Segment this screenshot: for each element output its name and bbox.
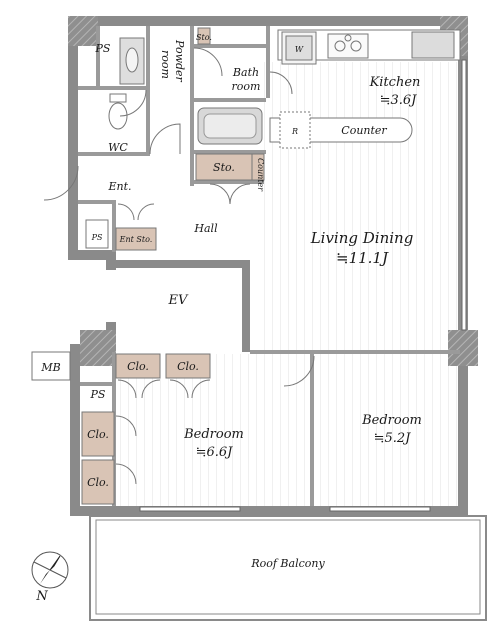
ps-lower-box [85,219,109,249]
bedroom-right-name: Bedroom [361,413,422,428]
compass-icon [31,551,69,589]
bath-label-2: room [232,80,261,93]
column-west [80,330,116,366]
windows [139,59,467,512]
counter-label: Counter [341,124,387,137]
living-dining-area: ≒11.1J [336,249,389,267]
closet-4-label: Clo. [87,476,109,489]
bedroom-right-area: ≒5.2J [374,431,412,446]
column-east [448,330,478,366]
storage-small-hall [251,153,265,181]
bedroom-left-floor [120,354,310,506]
storage-tiny [197,27,211,45]
kitchen-name: Kitchen [369,75,421,90]
ps-bedroom-label: PS [90,388,106,401]
counter-small-label: Counter [256,158,265,192]
storage-small-label: Sto. [196,33,212,42]
washer-label: W [295,45,304,54]
living-floor [258,62,464,352]
mb-label: MB [40,361,60,374]
closet-1-label: Clo. [127,360,149,373]
closet-1 [115,353,161,379]
wc-label: WC [108,141,128,154]
closet-2 [165,353,211,379]
roof-balcony-label: Roof Balcony [250,557,325,570]
fridge-label: R [291,127,298,136]
closet-4 [81,459,115,505]
closet-2-label: Clo. [177,360,199,373]
bath-label-1: Bath [232,66,259,79]
fridge-icon [279,111,311,149]
washer-icon [285,35,313,61]
sink-basin [125,47,139,73]
powder-label-1: Powder [173,39,186,83]
storage-label: Sto. [213,161,235,174]
compass-label: N [35,589,48,604]
ps-top-label-1: PS [95,42,111,55]
toilet-icon [108,102,128,130]
ent-storage-label: Ent Sto. [119,235,153,244]
bathtub-inner [203,113,257,139]
interior-walls [78,26,460,506]
closet-3-label: Clo. [87,428,109,441]
living-dining-name: Living Dining [310,229,414,247]
ev-label: EV [168,293,189,308]
doors [43,47,315,485]
bedroom-left-name: Bedroom [183,427,244,442]
bedroom-left-area: ≒6.6J [196,445,234,460]
powder-label-2: room [159,50,172,79]
kitchen-area: ≒3.6J [380,93,418,108]
hall-label: Hall [193,222,218,235]
entrance-storage [115,227,157,251]
toilet-tank [109,93,127,103]
closet-3 [81,411,115,457]
ps-lower-label: PS [91,233,103,242]
mb-box [31,351,71,381]
bedroom-right-floor [316,354,464,506]
corner-column [68,16,98,46]
entrance-label: Ent. [107,180,131,193]
roof-balcony [89,515,487,621]
